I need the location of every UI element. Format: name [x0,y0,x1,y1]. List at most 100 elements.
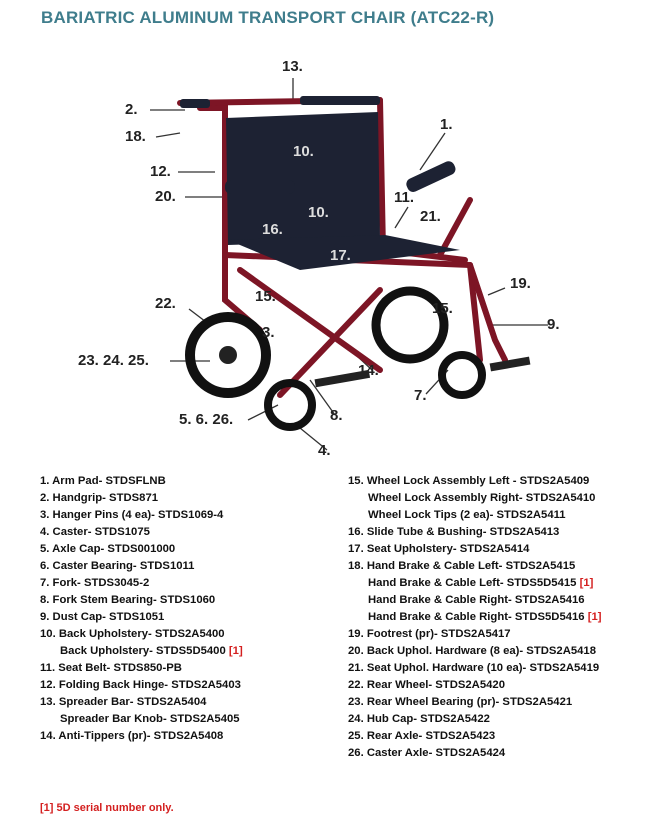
parts-list-left: 1. Arm Pad- STDSFLNB 2. Handgrip- STDS871… [40,473,243,745]
wheelchair-diagram [150,78,548,451]
part-item: 26. Caster Axle- STDS2A5424 [348,745,602,762]
callout-2: 2. [125,101,138,118]
part-item: 18. Hand Brake & Cable Left- STDS2A5415 [348,558,602,575]
part-text: 15. Wheel Lock Assembly Left - STDS2A540… [348,475,590,487]
part-item: 8. Fork Stem Bearing- STDS1060 [40,592,243,609]
upholstery [180,96,460,270]
part-text: 3. Hanger Pins (4 ea)- STDS1069-4 [40,509,224,521]
part-item: 6. Caster Bearing- STDS1011 [40,558,243,575]
part-text: Wheel Lock Tips (2 ea)- STDS2A5411 [368,509,566,521]
callout-17: 17. [330,247,351,264]
part-text: Back Upholstery- STDS5D5400 [60,645,226,657]
part-text: 22. Rear Wheel- STDS2A5420 [348,679,505,691]
part-text: 10. Back Upholstery- STDS2A5400 [40,628,225,640]
part-item: 20. Back Uphol. Hardware (8 ea)- STDS2A5… [348,643,602,660]
part-item: 7. Fork- STDS3045-2 [40,575,243,592]
part-text: 6. Caster Bearing- STDS1011 [40,560,195,572]
part-text: 20. Back Uphol. Hardware (8 ea)- STDS2A5… [348,645,597,657]
part-item: 21. Seat Uphol. Hardware (10 ea)- STDS2A… [348,660,602,677]
part-text: 5. Axle Cap- STDS001000 [40,543,176,555]
part-text: 18. Hand Brake & Cable Left- STDS2A5415 [348,560,576,572]
part-text: 1. Arm Pad- STDSFLNB [40,475,166,487]
part-item: Back Upholstery- STDS5D5400 [1] [40,643,243,660]
part-item: 23. Rear Wheel Bearing (pr)- STDS2A5421 [348,694,602,711]
part-item: 10. Back Upholstery- STDS2A5400 [40,626,243,643]
callout-13: 13. [282,58,303,75]
part-text: Spreader Bar Knob- STDS2A5405 [60,713,240,725]
part-text: 17. Seat Upholstery- STDS2A5414 [348,543,530,555]
part-item: 17. Seat Upholstery- STDS2A5414 [348,541,602,558]
part-item: 25. Rear Axle- STDS2A5423 [348,728,602,745]
callout-10-back: 10. [293,143,314,160]
part-item: 15. Wheel Lock Assembly Left - STDS2A540… [348,473,602,490]
part-item: 16. Slide Tube & Bushing- STDS2A5413 [348,524,602,541]
part-text: 25. Rear Axle- STDS2A5423 [348,730,496,742]
part-item: 2. Handgrip- STDS871 [40,490,243,507]
part-item: Wheel Lock Tips (2 ea)- STDS2A5411 [348,507,602,524]
callout-9: 9. [547,316,560,333]
callout-12: 12. [150,163,171,180]
part-text: Hand Brake & Cable Left- STDS5D5415 [368,577,577,589]
part-item: 13. Spreader Bar- STDS2A5404 [40,694,243,711]
part-text: 24. Hub Cap- STDS2A5422 [348,713,490,725]
part-item: Spreader Bar Knob- STDS2A5405 [40,711,243,728]
callout-8: 8. [330,407,343,424]
callout-23-24-25: 23. 24. 25. [78,352,149,369]
callout-15-right: 15. [432,300,453,317]
part-text: 8. Fork Stem Bearing- STDS1060 [40,594,216,606]
part-text: 23. Rear Wheel Bearing (pr)- STDS2A5421 [348,696,573,708]
part-text: Hand Brake & Cable Right- STDS5D5416 [368,611,585,623]
part-item: 11. Seat Belt- STDS850-PB [40,660,243,677]
part-item: 3. Hanger Pins (4 ea)- STDS1069-4 [40,507,243,524]
callout-21: 21. [420,208,441,225]
part-item: 14. Anti-Tippers (pr)- STDS2A5408 [40,728,243,745]
part-text: 12. Folding Back Hinge- STDS2A5403 [40,679,241,691]
part-text: 4. Caster- STDS1075 [40,526,150,538]
callout-18: 18. [125,128,146,145]
part-item: Wheel Lock Assembly Right- STDS2A5410 [348,490,602,507]
part-text: 19. Footrest (pr)- STDS2A5417 [348,628,511,640]
part-item: 12. Folding Back Hinge- STDS2A5403 [40,677,243,694]
part-item: Hand Brake & Cable Left- STDS5D5415 [1] [348,575,602,592]
part-item: 19. Footrest (pr)- STDS2A5417 [348,626,602,643]
callout-19: 19. [510,275,531,292]
part-item: Hand Brake & Cable Right- STDS5D5416 [1] [348,609,602,626]
part-item: 24. Hub Cap- STDS2A5422 [348,711,602,728]
callout-4: 4. [318,442,331,459]
part-text: Wheel Lock Assembly Right- STDS2A5410 [368,492,596,504]
footnote-marker: [1] [587,611,602,623]
callout-14: 14. [358,362,379,379]
part-text: 9. Dust Cap- STDS1051 [40,611,165,623]
callout-1: 1. [440,116,453,133]
part-text: 2. Handgrip- STDS871 [40,492,159,504]
part-item: 9. Dust Cap- STDS1051 [40,609,243,626]
part-text: 14. Anti-Tippers (pr)- STDS2A5408 [40,730,224,742]
part-text: Hand Brake & Cable Right- STDS2A5416 [368,594,585,606]
callout-15-left: 15. [255,288,276,305]
part-text: 26. Caster Axle- STDS2A5424 [348,747,506,759]
part-item: Hand Brake & Cable Right- STDS2A5416 [348,592,602,609]
part-item: 4. Caster- STDS1075 [40,524,243,541]
footnote-marker: [1] [228,645,243,657]
part-text: 16. Slide Tube & Bushing- STDS2A5413 [348,526,560,538]
callout-11: 11. [394,189,415,206]
callout-20: 20. [155,188,176,205]
part-item: 1. Arm Pad- STDSFLNB [40,473,243,490]
callout-7: 7. [414,387,427,404]
callout-10-lower: 10. [308,204,329,221]
part-text: 7. Fork- STDS3045-2 [40,577,150,589]
wheels [185,286,531,431]
footnote-marker: [1] [579,577,594,589]
footnote: [1] 5D serial number only. [40,802,174,814]
parts-list-right: 15. Wheel Lock Assembly Left - STDS2A540… [348,473,602,762]
part-text: 11. Seat Belt- STDS850-PB [40,662,182,674]
part-item: 5. Axle Cap- STDS001000 [40,541,243,558]
callout-16: 16. [262,221,283,238]
part-item: 22. Rear Wheel- STDS2A5420 [348,677,602,694]
callout-5-6-26: 5. 6. 26. [179,411,234,428]
page-title: BARIATRIC ALUMINUM TRANSPORT CHAIR (ATC2… [41,8,495,27]
callout-3: 3. [262,324,275,341]
part-text: 21. Seat Uphol. Hardware (10 ea)- STDS2A… [348,662,600,674]
part-text: 13. Spreader Bar- STDS2A5404 [40,696,207,708]
